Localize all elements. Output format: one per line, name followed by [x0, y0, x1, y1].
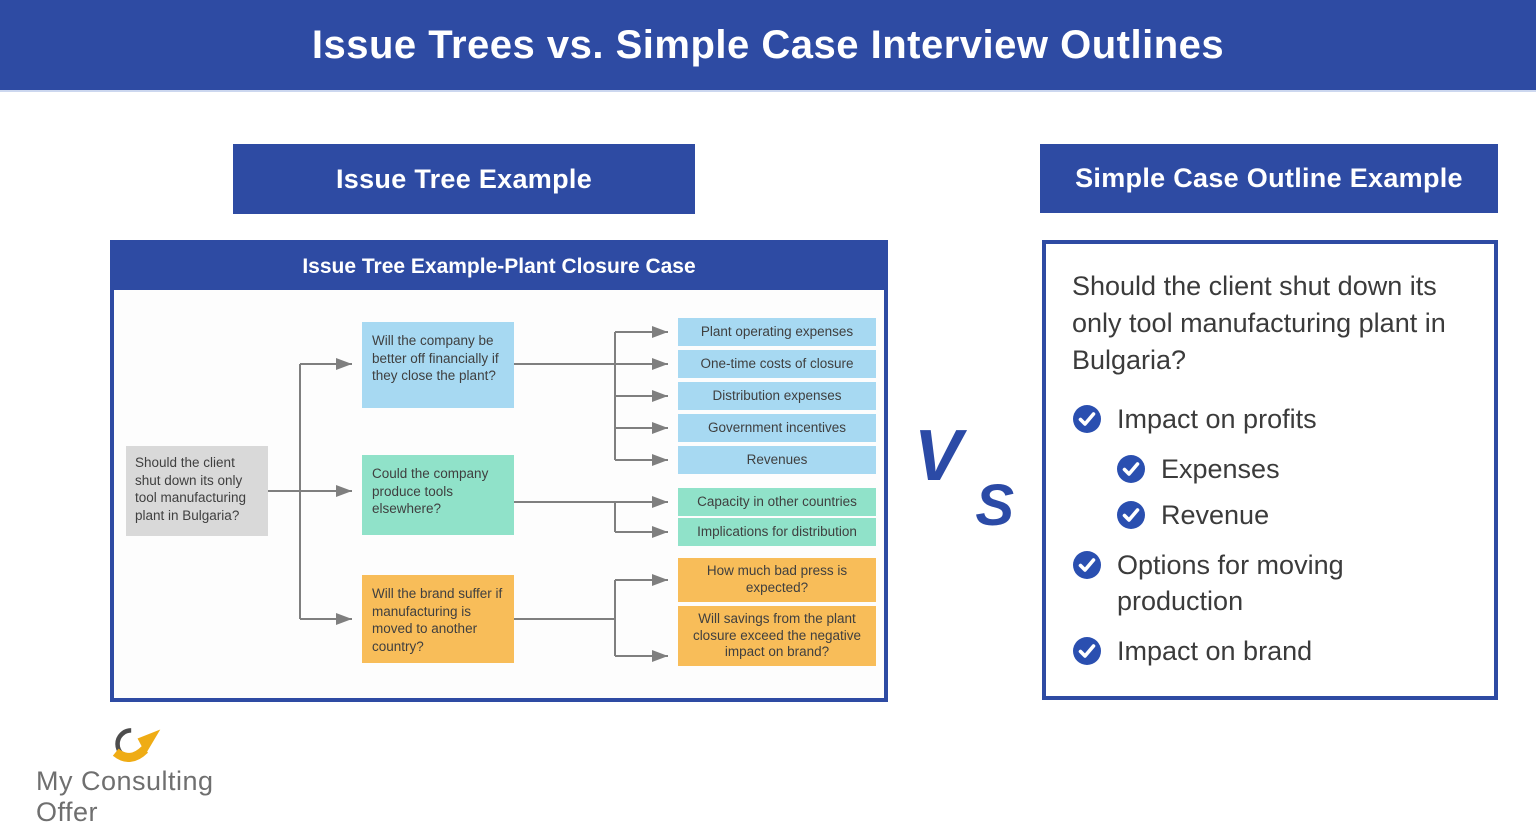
- tree-leaf-node: How much bad press is expected?: [678, 558, 876, 602]
- tree-leaf-node: Distribution expenses: [678, 382, 876, 410]
- tree-root-node: Should the client shut down its only too…: [126, 446, 268, 536]
- bullet-label: Impact on brand: [1117, 636, 1313, 666]
- bullet-label: Options for moving production: [1117, 550, 1344, 616]
- tree-panel-title: Issue Tree Example-Plant Closure Case: [114, 244, 884, 290]
- tree-branch-production: Could the company produce tools elsewher…: [362, 455, 514, 535]
- outline-bullet-impact-profits: Impact on profits: [1072, 401, 1474, 437]
- bullet-label: Expenses: [1161, 454, 1280, 484]
- vs-badge: V S: [914, 416, 1018, 538]
- check-icon: [1117, 501, 1145, 529]
- tree-leaf-node: Capacity in other countries: [678, 488, 876, 516]
- tree-branch-financial: Will the company be better off financial…: [362, 322, 514, 408]
- tree-leaf-node: Implications for distribution: [678, 518, 876, 546]
- issue-tree-header: Issue Tree Example: [233, 144, 695, 214]
- check-icon: [1073, 405, 1101, 433]
- issue-tree-panel: Issue Tree Example-Plant Closure Case Sh…: [110, 240, 888, 702]
- outline-bullet-impact-brand: Impact on brand: [1072, 633, 1474, 669]
- outline-bullet-revenue: Revenue: [1116, 497, 1474, 533]
- check-icon: [1073, 551, 1101, 579]
- outline-bullet-options-moving: Options for moving production: [1072, 547, 1474, 619]
- tree-connectors: [264, 326, 668, 662]
- logo-text: My Consulting Offer: [36, 766, 214, 825]
- check-icon: [1073, 637, 1101, 665]
- tree-leaf-node: Revenues: [678, 446, 876, 474]
- curved-arrow-icon: [112, 728, 161, 762]
- page-title: Issue Trees vs. Simple Case Interview Ou…: [311, 22, 1225, 67]
- banner: Issue Trees vs. Simple Case Interview Ou…: [0, 0, 1536, 92]
- bullet-label: Impact on profits: [1117, 404, 1317, 434]
- simple-outline-panel: Should the client shut down its only too…: [1042, 240, 1498, 700]
- tree-leaf-node: Will savings from the plant closure exce…: [678, 606, 876, 666]
- check-icon: [1117, 455, 1145, 483]
- tree-leaf-node: Plant operating expenses: [678, 318, 876, 346]
- vs-letter-s: S: [975, 472, 1014, 538]
- simple-outline-header: Simple Case Outline Example: [1040, 144, 1498, 213]
- outline-bullet-expenses: Expenses: [1116, 451, 1474, 487]
- logo: My Consulting Offer: [36, 724, 256, 825]
- bullet-label: Revenue: [1161, 500, 1270, 530]
- vs-letter-v: V: [914, 416, 963, 496]
- tree-branch-brand: Will the brand suffer if manufacturing i…: [362, 575, 514, 663]
- tree-leaf-node: One-time costs of closure: [678, 350, 876, 378]
- tree-leaf-node: Government incentives: [678, 414, 876, 442]
- outline-question: Should the client shut down its only too…: [1072, 271, 1446, 375]
